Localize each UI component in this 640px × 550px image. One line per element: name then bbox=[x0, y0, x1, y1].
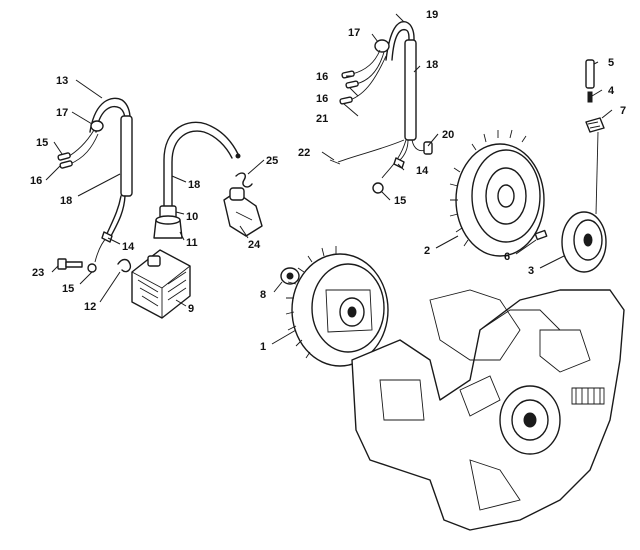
callout-18: 18 bbox=[60, 195, 72, 207]
callout-4: 4 bbox=[608, 85, 615, 97]
screw-23 bbox=[57, 258, 83, 270]
flywheel-2 bbox=[449, 129, 545, 257]
callout-6: 6 bbox=[504, 251, 510, 263]
callout-14: 14 bbox=[122, 241, 135, 253]
flywheel-1 bbox=[285, 246, 389, 367]
callout-12: 12 bbox=[84, 301, 96, 313]
ignition-lead-right bbox=[329, 21, 433, 194]
ignition-lead-left bbox=[57, 97, 133, 239]
callout-18: 18 bbox=[188, 179, 200, 191]
callout-7: 7 bbox=[620, 105, 626, 117]
spark-plug-lead bbox=[163, 121, 241, 213]
callout-15: 15 bbox=[62, 283, 74, 295]
clutch-3 bbox=[561, 211, 607, 273]
spark-plug-boot-24 bbox=[223, 187, 263, 237]
callout-5: 5 bbox=[608, 57, 614, 69]
callout-22: 22 bbox=[298, 147, 310, 159]
crankcase bbox=[351, 289, 625, 531]
callout-16: 16 bbox=[30, 175, 42, 187]
pin-5 bbox=[585, 59, 595, 89]
callout-11: 11 bbox=[186, 237, 198, 249]
callout-16: 16 bbox=[316, 93, 328, 105]
callout-16: 15 bbox=[36, 137, 48, 149]
callout-numbers: 13 17 15 16 18 14 15 23 12 9 10 11 18 25… bbox=[30, 9, 626, 353]
spring-clip-12 bbox=[117, 258, 132, 273]
callout-15: 15 bbox=[394, 195, 406, 207]
callout-23: 23 bbox=[32, 267, 44, 279]
leader-lines bbox=[45, 13, 613, 345]
callout-17: 17 bbox=[348, 27, 360, 39]
callout-24: 24 bbox=[248, 239, 261, 251]
ignition-module bbox=[131, 249, 191, 319]
callout-1: 1 bbox=[260, 341, 266, 353]
sleeve-11 bbox=[153, 215, 183, 239]
callout-25: 25 bbox=[266, 155, 278, 167]
callout-13: 13 bbox=[56, 75, 68, 87]
callout-10: 10 bbox=[186, 211, 198, 223]
callout-16: 16 bbox=[316, 71, 328, 83]
washer-4 bbox=[587, 91, 593, 103]
callout-18: 18 bbox=[426, 59, 438, 71]
callout-19: 19 bbox=[426, 9, 438, 21]
nut-8 bbox=[280, 267, 300, 285]
callout-3: 3 bbox=[528, 265, 534, 277]
callout-14: 14 bbox=[416, 165, 429, 177]
spring-7 bbox=[585, 117, 605, 215]
callout-9: 9 bbox=[188, 303, 194, 315]
callout-8: 8 bbox=[260, 289, 266, 301]
ground-wire-left bbox=[87, 231, 113, 273]
callout-2: 2 bbox=[424, 245, 430, 257]
callout-21: 21 bbox=[316, 113, 328, 125]
screw-6 bbox=[534, 229, 548, 241]
callout-17: 17 bbox=[56, 107, 68, 119]
callout-20: 20 bbox=[442, 129, 454, 141]
spring-25 bbox=[235, 172, 253, 188]
